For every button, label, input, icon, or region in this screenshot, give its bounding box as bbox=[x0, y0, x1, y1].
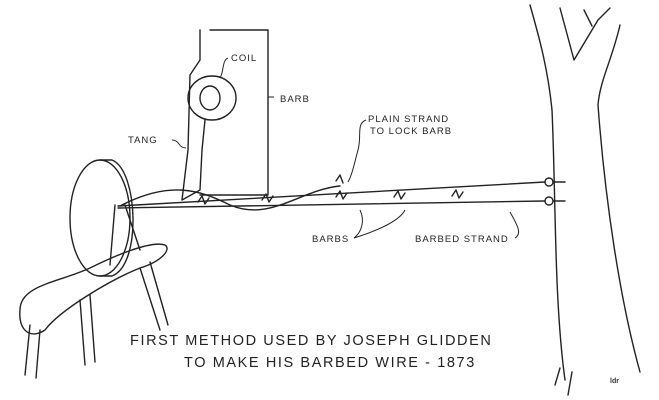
artist-signature: ldr bbox=[610, 378, 619, 385]
barbs-marks bbox=[197, 174, 464, 205]
coil-label: COIL bbox=[231, 53, 257, 64]
caption-line-2: TO MAKE HIS BARBED WIRE - 1873 bbox=[184, 355, 476, 371]
barb-label: BARB bbox=[280, 94, 310, 105]
plain-strand-label: PLAIN STRAND bbox=[368, 114, 449, 125]
tree bbox=[529, 4, 641, 396]
barb-detail-inset bbox=[171, 29, 274, 201]
caption-line-1: FIRST METHOD USED BY JOSEPH GLIDDEN bbox=[130, 333, 492, 349]
tang-label: TANG bbox=[128, 135, 158, 146]
lock-barb-label: TO LOCK BARB bbox=[370, 126, 452, 137]
wires bbox=[117, 174, 566, 211]
barbed-strand-label: BARBED STRAND bbox=[415, 234, 509, 245]
bench bbox=[19, 204, 169, 379]
barbs-label: BARBS bbox=[312, 234, 349, 245]
grindstone-wheel bbox=[69, 159, 134, 277]
coil-shape bbox=[187, 75, 237, 121]
